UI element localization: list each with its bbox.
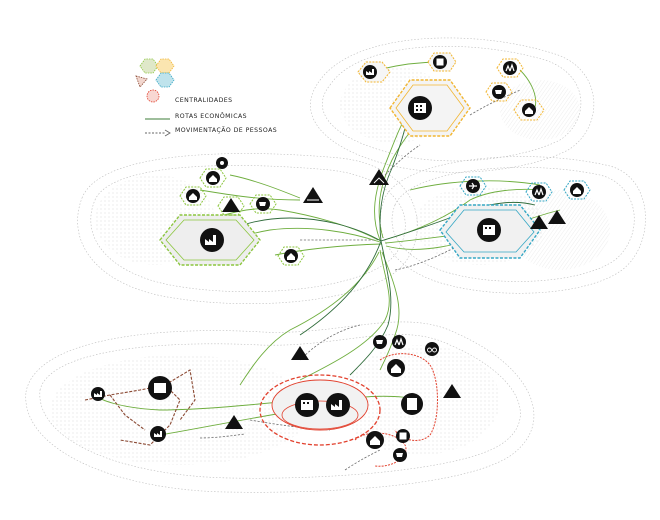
legend-movimentacao: MOVIMENTAÇÃO DE PESSOAS <box>128 125 328 141</box>
legend-movimentacao-swatch <box>145 129 171 137</box>
tent-icon <box>443 384 461 398</box>
legend-movimentacao-label: MOVIMENTAÇÃO DE PESSOAS <box>175 127 278 134</box>
south-halo-outer <box>25 321 535 493</box>
crowd-icon <box>532 185 546 199</box>
factory-icon <box>200 228 224 252</box>
boat-icon <box>225 415 243 429</box>
tent-icon <box>548 210 566 224</box>
west-halo-outer <box>77 153 418 304</box>
map-icons <box>91 55 584 462</box>
legend-rotas-economicas-label: ROTAS ECONÔMICAS <box>175 113 248 120</box>
legend: CENTRALIDADES ROTAS ECONÔMICAS MOVIMENTA… <box>128 54 298 144</box>
legend-centralidades: CENTRALIDADES <box>128 95 328 111</box>
legend-rotas-economicas: ROTAS ECONÔMICAS <box>128 111 328 127</box>
factory-icon <box>326 393 350 417</box>
north-halo <box>322 46 582 162</box>
east-halo-outer <box>380 156 646 294</box>
boat-icon <box>303 187 323 203</box>
boat-icon <box>291 346 309 360</box>
legend-centralidades-label: CENTRALIDADES <box>175 97 233 104</box>
south-cluster <box>259 353 438 467</box>
crowd-icon <box>392 335 406 349</box>
legend-glyphs <box>135 58 175 137</box>
tent-icon <box>222 198 240 212</box>
crowd-icon <box>503 61 517 75</box>
bicycle-icon <box>425 342 439 356</box>
region-halos <box>25 37 646 493</box>
east-halo <box>391 167 635 282</box>
south-main-ring <box>259 374 381 446</box>
south-halo <box>39 334 521 479</box>
tent-icon <box>530 215 548 229</box>
tent-icon <box>369 169 389 185</box>
legend-centralidades-swatch <box>135 58 175 103</box>
southwest-cluster <box>84 369 196 446</box>
